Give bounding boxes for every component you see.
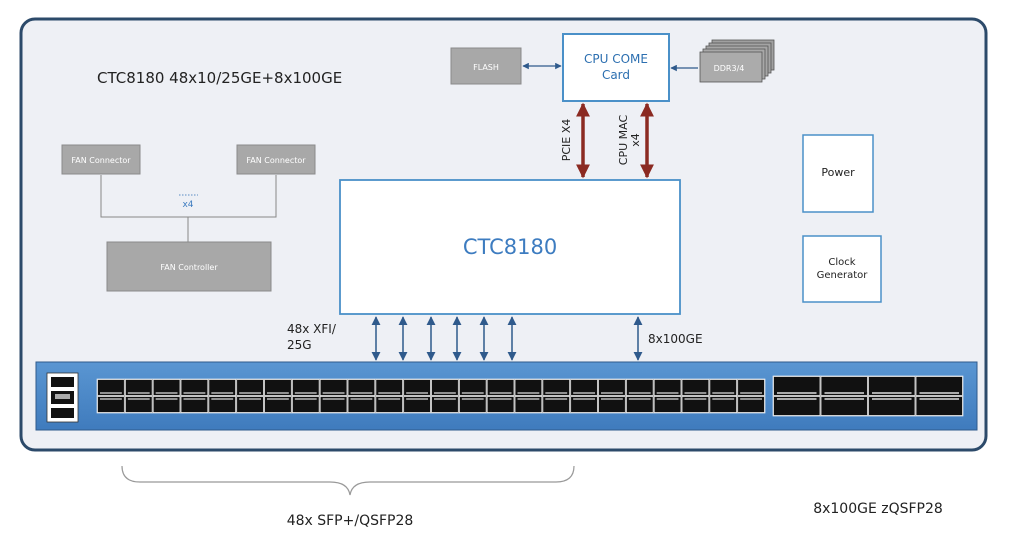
fan-multiplier-label: x4	[182, 200, 193, 210]
sfp-cage	[96, 378, 766, 414]
sfp-port	[124, 396, 153, 413]
sfp-port	[236, 396, 264, 413]
fan-connector-right-label: FAN Connector	[246, 156, 306, 165]
sfp-port	[97, 396, 125, 413]
sfp-port	[208, 379, 237, 396]
cpu-come-card	[562, 33, 670, 102]
sfp-port	[681, 379, 710, 396]
board-title: CTC8180 48x10/25GE+8x100GE	[97, 69, 342, 87]
xfi-links	[371, 316, 517, 361]
sfp-port	[709, 396, 738, 413]
sfp-port	[375, 379, 404, 396]
sfp-port	[542, 379, 571, 396]
sfp-port	[709, 379, 738, 396]
sfp-port	[97, 379, 125, 396]
sfp-port	[570, 396, 598, 413]
flash-block	[450, 47, 522, 85]
clock-label-line1: Clock	[828, 257, 855, 268]
sfp-port	[264, 379, 292, 396]
sfp-port-array	[96, 378, 766, 414]
sfp-port	[598, 396, 626, 413]
sfp-port	[180, 379, 209, 396]
sfp-port	[653, 379, 682, 396]
sfp-port	[625, 396, 654, 413]
qsfp-port-label: 8x100GE zQSFP28	[813, 501, 943, 517]
qsfp-port	[868, 376, 916, 396]
cpu-mac-label-line2: x4	[629, 133, 642, 147]
flash-label: FLASH	[473, 63, 499, 72]
sfp-port	[319, 396, 348, 413]
sfp-port	[431, 396, 459, 413]
sfp-port	[431, 379, 459, 396]
sfp-port	[681, 396, 710, 413]
sfp-port	[291, 396, 320, 413]
sfp-port	[598, 379, 626, 396]
sfp-port	[347, 379, 376, 396]
power-label: Power	[821, 166, 855, 179]
sfp-port	[124, 379, 153, 396]
clock-label-line2: Generator	[817, 270, 869, 281]
ddr-modules	[699, 39, 775, 83]
qsfp-port	[915, 376, 963, 396]
qsfp-port	[915, 396, 963, 416]
sfp-port	[653, 396, 682, 413]
sfp-port	[403, 379, 431, 396]
sfp-port-label: 48x SFP+/QSFP28	[287, 513, 414, 529]
asic-label: CTC8180	[463, 235, 557, 259]
qsfp-port	[820, 376, 868, 396]
sfp-port	[514, 379, 543, 396]
sfp-port	[347, 396, 376, 413]
cpu-mac-label-line1: CPU MAC	[617, 115, 630, 166]
sfp-port	[152, 396, 181, 413]
sfp-port	[737, 379, 765, 396]
power-block	[802, 134, 874, 213]
hundred-ge-label: 8x100GE	[648, 332, 703, 346]
fan-connector-right-block	[236, 144, 316, 175]
sfp-port	[458, 396, 487, 413]
sfp-brace	[121, 465, 575, 496]
cpu-label-line2: Card	[602, 68, 630, 82]
sfp-port	[570, 379, 598, 396]
fan-connector-left-label: FAN Connector	[71, 156, 131, 165]
sfp-port	[514, 396, 543, 413]
sfp-port	[236, 379, 264, 396]
clock-generator-block	[802, 235, 882, 303]
sfp-port	[319, 379, 348, 396]
fan-controller-block	[106, 241, 272, 292]
sfp-port	[486, 396, 515, 413]
sfp-port	[403, 396, 431, 413]
sfp-port	[486, 379, 515, 396]
asic-block	[339, 179, 681, 315]
sfp-port	[291, 379, 320, 396]
qsfp-port	[868, 396, 916, 416]
sfp-port	[375, 396, 404, 413]
qsfp-port-array	[772, 375, 964, 417]
qsfp-port	[773, 376, 821, 396]
sfp-port	[180, 396, 209, 413]
sfp-port	[208, 396, 237, 413]
xfi-label-line1: 48x XFI/	[287, 322, 337, 336]
sfp-port	[264, 396, 292, 413]
qsfp-port	[820, 396, 868, 416]
pcie-label: PCIE X4	[560, 119, 573, 162]
fan-controller-label: FAN Controller	[160, 263, 218, 272]
sfp-port	[152, 379, 181, 396]
fan-connector-left-block	[61, 144, 141, 175]
management-ports	[46, 372, 79, 423]
sfp-port	[542, 396, 571, 413]
qsfp-port	[773, 396, 821, 416]
sfp-port	[737, 396, 765, 413]
ddr-label: DDR3/4	[714, 64, 745, 73]
cpu-label-line1: CPU COME	[584, 52, 648, 66]
sfp-port	[458, 379, 487, 396]
xfi-label-line2: 25G	[287, 338, 312, 352]
sfp-port	[625, 379, 654, 396]
